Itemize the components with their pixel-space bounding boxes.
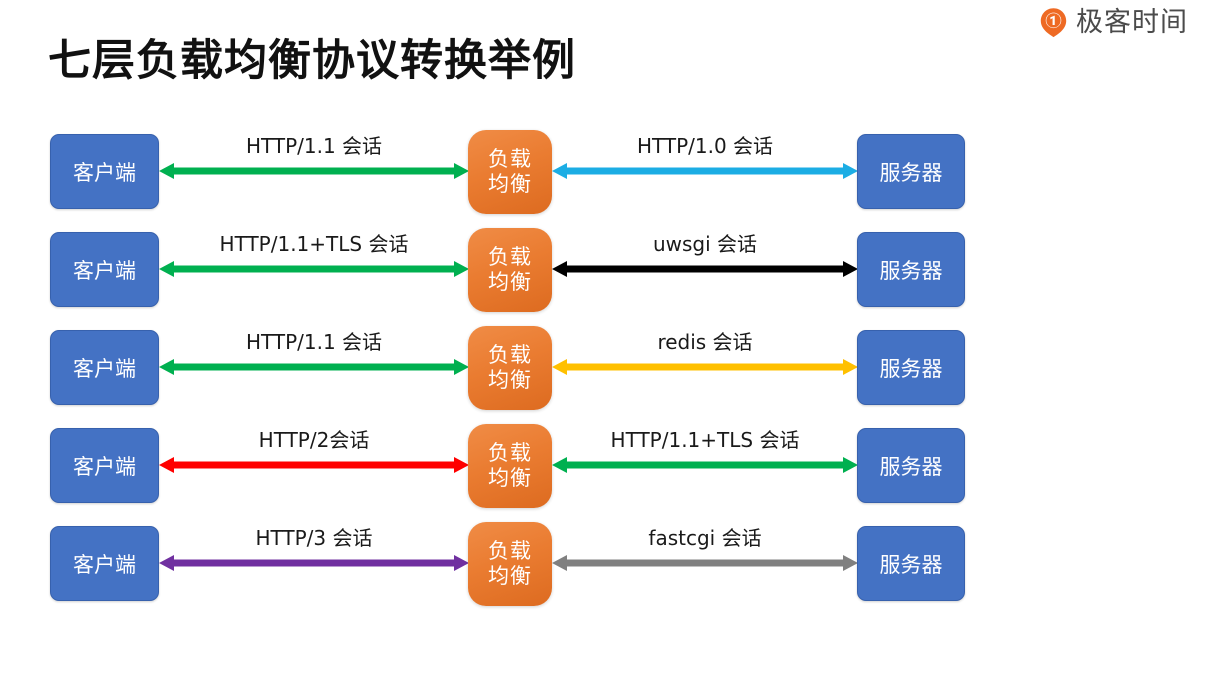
page-title: 七层负载均衡协议转换举例 [48,36,576,86]
load-balancer-label-line1: 负载 [488,343,532,367]
server-node[interactable]: 服务器 [857,330,965,405]
diagram-row: 客户端 HTTP/2会话负载均衡 HTTP/1.1+TLS 会话服务器 [0,416,1210,514]
load-balancer-label-line1: 负载 [488,539,532,563]
server-node[interactable]: 服务器 [857,428,965,503]
load-balancer-label-line1: 负载 [488,441,532,465]
client-node-label: 客户端 [73,356,136,381]
brand-name: 极客时间 [1076,7,1188,38]
diagram-row: 客户端 HTTP/1.1+TLS 会话负载均衡 uwsgi 会话服务器 [0,220,1210,318]
client-node[interactable]: 客户端 [50,232,159,307]
load-balancer-label-line2: 均衡 [488,172,532,196]
client-node[interactable]: 客户端 [50,428,159,503]
client-lb-protocol-label: HTTP/1.1+TLS 会话 [219,232,409,256]
load-balancer-node[interactable]: 负载均衡 [468,326,552,410]
geekbang-logo-icon [1040,8,1067,38]
server-node-label: 服务器 [879,552,943,577]
load-balancer-node-label: 负载均衡 [488,441,532,491]
client-node[interactable]: 客户端 [50,330,159,405]
lb-server-protocol-label: HTTP/1.1+TLS 会话 [610,428,800,452]
client-lb-protocol-label: HTTP/2会话 [258,428,370,452]
client-node-label: 客户端 [73,454,136,479]
load-balancer-label-line2: 均衡 [488,270,532,294]
server-node-label: 服务器 [879,454,943,479]
load-balancer-node[interactable]: 负载均衡 [468,424,552,508]
server-node[interactable]: 服务器 [857,526,965,601]
client-lb-protocol-label: HTTP/3 会话 [255,526,373,550]
server-node[interactable]: 服务器 [857,232,965,307]
client-node-label: 客户端 [73,258,136,283]
lb-server-protocol-label: HTTP/1.0 会话 [636,134,774,158]
load-balancer-node[interactable]: 负载均衡 [468,228,552,312]
client-lb-protocol-label: HTTP/1.1 会话 [245,134,383,158]
load-balancer-node-label: 负载均衡 [488,245,532,295]
lb-server-protocol-label: uwsgi 会话 [652,232,758,256]
server-node-label: 服务器 [879,160,943,185]
diagram-row: 客户端 HTTP/3 会话负载均衡 fastcgi 会话服务器 [0,514,1210,612]
load-balancer-node[interactable]: 负载均衡 [468,522,552,606]
brand-logo: 极客时间 [1038,7,1188,38]
diagram-row: 客户端 HTTP/1.1 会话负载均衡 HTTP/1.0 会话服务器 [0,122,1210,220]
client-node[interactable]: 客户端 [50,134,159,209]
load-balancer-label-line2: 均衡 [488,564,532,588]
client-node-label: 客户端 [73,552,136,577]
client-node[interactable]: 客户端 [50,526,159,601]
client-lb-protocol-label: HTTP/1.1 会话 [245,330,383,354]
load-balancer-node[interactable]: 负载均衡 [468,130,552,214]
load-balancer-label-line2: 均衡 [488,368,532,392]
load-balancer-label-line1: 负载 [488,245,532,269]
load-balancer-label-line2: 均衡 [488,466,532,490]
load-balancer-node-label: 负载均衡 [488,539,532,589]
server-node-label: 服务器 [879,356,943,381]
load-balancer-node-label: 负载均衡 [488,147,532,197]
diagram-row: 客户端 HTTP/1.1 会话负载均衡 redis 会话服务器 [0,318,1210,416]
server-node[interactable]: 服务器 [857,134,965,209]
lb-server-protocol-label: redis 会话 [657,330,753,354]
load-balancer-label-line1: 负载 [488,147,532,171]
load-balancer-node-label: 负载均衡 [488,343,532,393]
lb-server-protocol-label: fastcgi 会话 [648,526,762,550]
client-node-label: 客户端 [73,160,136,185]
server-node-label: 服务器 [879,258,943,283]
